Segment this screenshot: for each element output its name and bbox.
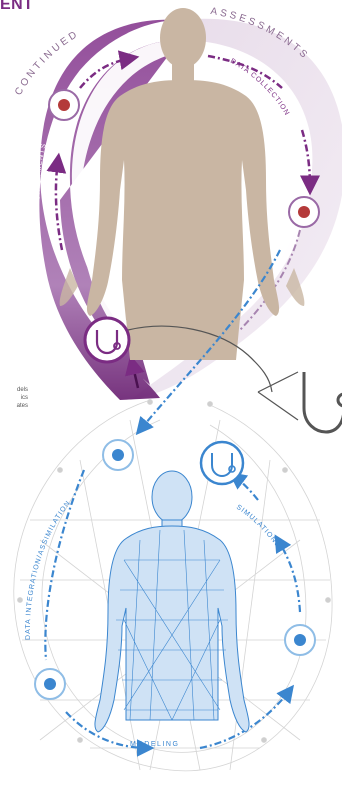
stethoscope-icon bbox=[201, 442, 243, 484]
flow-arrow-right-up bbox=[278, 540, 300, 612]
label-treatments: TREATMENTS bbox=[35, 142, 49, 200]
target-dot-icon bbox=[35, 669, 65, 699]
target-dot-icon bbox=[289, 197, 319, 227]
target-dot-icon bbox=[103, 440, 133, 470]
flow-arrow-right-top bbox=[234, 476, 258, 500]
target-dot-icon bbox=[285, 625, 315, 655]
flow-arrow-left-down bbox=[45, 470, 84, 660]
label-modeling: MODELING bbox=[130, 741, 179, 748]
digital-twin-figure bbox=[95, 471, 249, 732]
stethoscope-icon bbox=[85, 318, 129, 362]
target-dot-icon bbox=[49, 90, 79, 120]
label-simulations: SIMULATIONS bbox=[235, 504, 282, 549]
label-data-integration: DATA INTEGRATION/ASSIMILATION bbox=[25, 500, 72, 640]
